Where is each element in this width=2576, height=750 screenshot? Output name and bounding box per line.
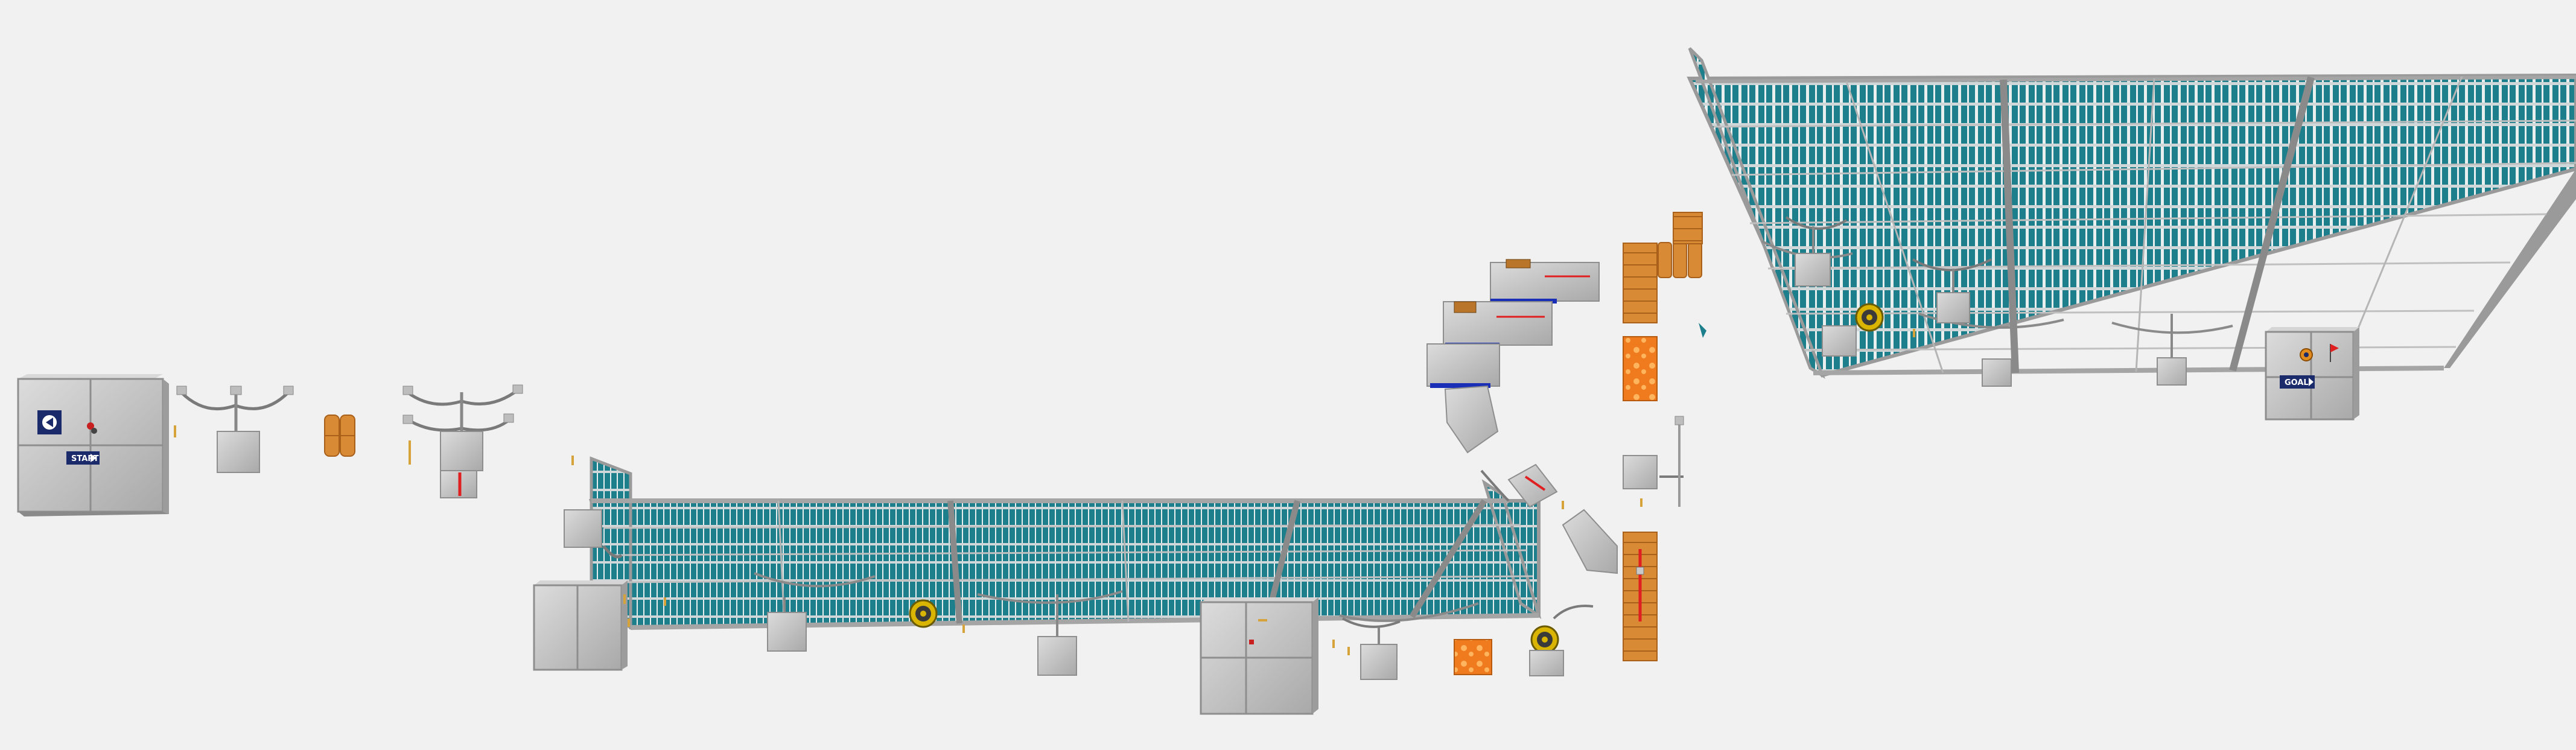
stone-block [2157,357,2187,386]
ramp-stack [1426,259,1600,454]
start-platform: START [17,374,169,516]
stone-block [1795,253,1831,287]
marker-post [1562,501,1564,509]
pipe-arm-stack [402,384,523,498]
stone-block [1822,325,1857,357]
stone-block [1623,455,1658,489]
fan-icon [1855,303,1884,332]
lower-mesh-grid [588,456,1542,631]
stone-block [1037,636,1077,676]
wood-crate-stack [1623,212,1703,323]
stone-block [1200,597,1318,715]
marker-post [664,597,666,606]
tilted-block [1562,509,1618,574]
ball-icon [87,422,97,434]
stone-block [1360,644,1398,680]
goal-sign-label: GOAL [2285,378,2309,387]
pipe-arm [1659,416,1684,507]
fan-icon [1530,625,1559,654]
marker-post [174,425,176,437]
stone-block [1982,358,2012,387]
marker-post [1640,498,1643,507]
goal-sign: GOAL [2280,375,2315,389]
tilted-block [1507,463,1558,508]
marker-post [409,440,411,465]
bouncy-pad [1454,639,1492,675]
marker-post [628,618,630,627]
pipe-arm [1480,469,1510,502]
right-arrow-icon [2309,378,2314,386]
marker-post [571,456,574,465]
marker-post [623,594,626,604]
wood-column [1623,532,1658,661]
stone-block [767,612,807,652]
marker-post [1347,647,1350,655]
stone-block [1529,650,1564,676]
marker-post [962,624,965,633]
flag-icon [2330,344,2339,362]
pipe-arm [1785,216,1848,230]
grid-side-block [564,509,602,548]
stone-block [533,580,628,671]
upper-mesh-grid [1687,47,2576,379]
marker-post [1332,640,1335,648]
bouncy-pad [1623,336,1658,401]
goal-target-icon [2300,348,2313,361]
pipe-arm [176,386,294,473]
pipe-arm [1342,617,1401,628]
wood-barrels [324,415,355,457]
right-arrow-icon [91,454,97,462]
start-sign: START [66,451,100,465]
pipe-arm [602,545,623,559]
marker-post [1913,329,1915,337]
pipe-arm [1912,258,1992,272]
pipe-arm [1553,605,1594,620]
stone-block [1936,292,1970,323]
fan-icon [909,599,938,628]
goal-platform: GOAL [2265,327,2359,421]
blue-panel-icon [37,410,62,434]
marker-flag [1699,323,1706,338]
